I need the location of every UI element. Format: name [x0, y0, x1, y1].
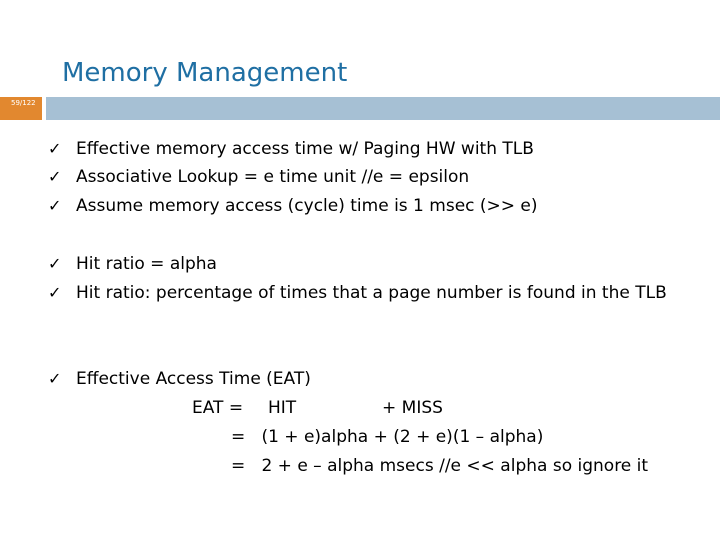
bullet-text: Assume memory access (cycle) time is 1 m… — [76, 196, 538, 216]
equation-lhs: EAT = — [192, 398, 244, 418]
bullet-item: ✓ Hit ratio = alpha — [48, 254, 217, 274]
checkmark-icon: ✓ — [48, 369, 62, 388]
bullet-item: ✓ Effective Access Time (EAT) — [48, 369, 311, 389]
bullet-item: ✓ Associative Lookup = e time unit //e = … — [48, 167, 469, 187]
slide-title: Memory Management — [62, 58, 348, 88]
slide-number-box — [0, 97, 42, 120]
bullet-text: Effective Access Time (EAT) — [76, 369, 311, 389]
equation-line-3: = 2 + e – alpha msecs //e << alpha so ig… — [231, 456, 649, 476]
checkmark-icon: ✓ — [48, 196, 62, 215]
checkmark-icon: ✓ — [48, 167, 62, 186]
slide-number: 59/122 — [11, 99, 36, 107]
bullet-item: ✓ Assume memory access (cycle) time is 1 … — [48, 196, 538, 216]
header-bar — [46, 97, 720, 120]
equation-hit: HIT — [268, 398, 297, 418]
equation-line-2: = (1 + e)alpha + (2 + e)(1 – alpha) — [231, 427, 544, 447]
bullet-text: Associative Lookup = e time unit //e = e… — [76, 167, 470, 187]
bullet-text: Hit ratio: percentage of times that a pa… — [76, 283, 667, 303]
equation-miss: + MISS — [382, 398, 443, 418]
bullet-item: ✓ Hit ratio: percentage of times that a p… — [48, 283, 667, 303]
checkmark-icon: ✓ — [48, 283, 62, 302]
checkmark-icon: ✓ — [48, 254, 62, 273]
checkmark-icon: ✓ — [48, 139, 62, 158]
bullet-text: Effective memory access time w/ Paging H… — [76, 139, 534, 159]
bullet-text: Hit ratio = alpha — [76, 254, 217, 274]
bullet-item: ✓ Effective memory access time w/ Paging … — [48, 139, 534, 159]
